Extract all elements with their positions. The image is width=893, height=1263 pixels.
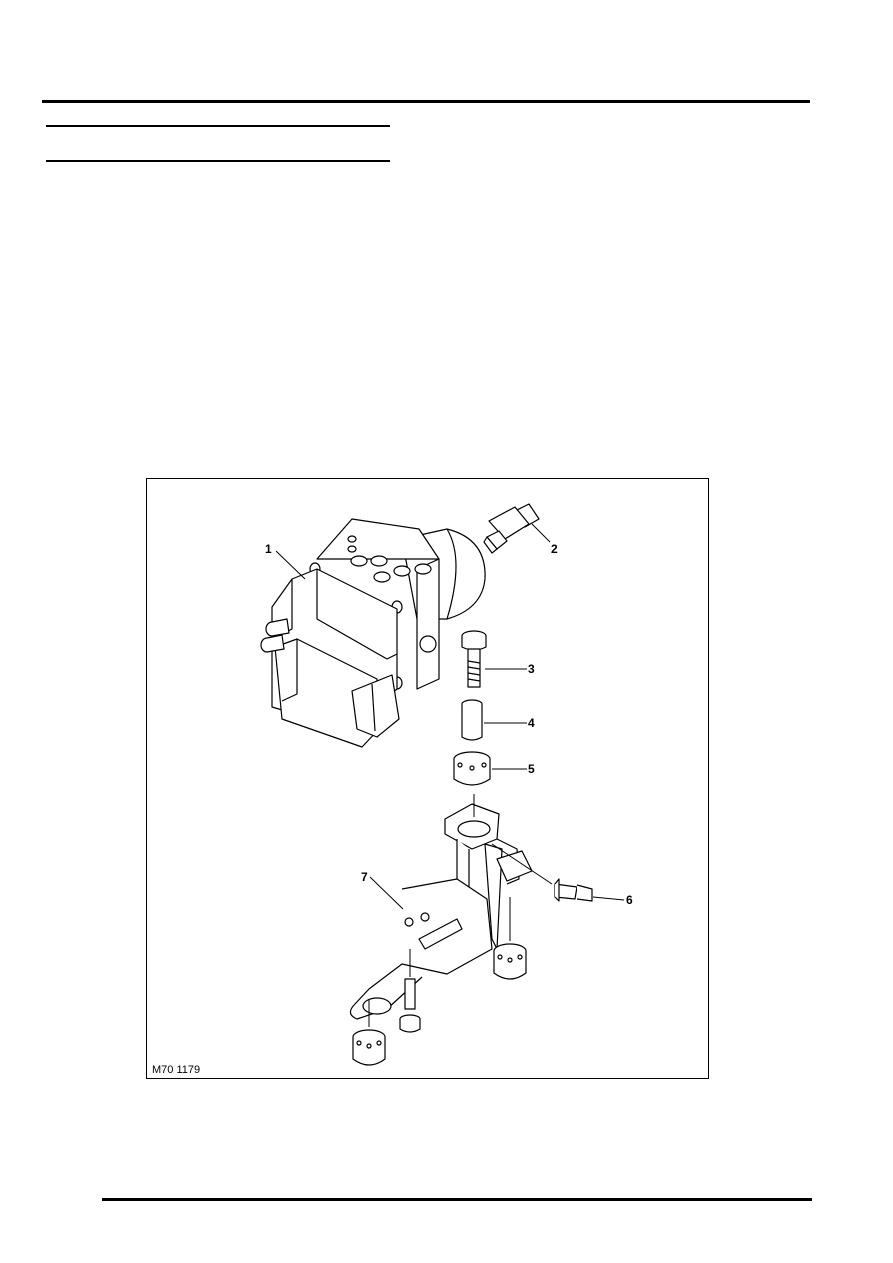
mounting-bracket <box>349 803 533 1020</box>
callout-2: 2 <box>551 542 558 556</box>
exploded-view-drawing: 1 2 3 4 5 6 7 M70 1179 <box>152 503 633 1076</box>
side-bolt <box>554 878 593 902</box>
exploded-view-figure: 1 2 3 4 5 6 7 M70 1179 <box>146 478 709 1079</box>
assembly-guide-lines <box>368 794 553 1027</box>
pressure-sensor <box>483 503 540 554</box>
callout-1: 1 <box>265 542 272 556</box>
lower-rubber-mount-right <box>493 943 527 980</box>
section-rule-top <box>46 125 390 127</box>
section-rule-bottom <box>46 160 390 162</box>
callout-6: 6 <box>626 893 633 907</box>
callout-5: 5 <box>528 762 535 776</box>
header-rule <box>42 100 810 103</box>
abs-modulator <box>260 518 486 748</box>
lower-bolt <box>399 978 421 1033</box>
callout-7: 7 <box>361 870 368 884</box>
callout-4: 4 <box>528 716 535 730</box>
figure-reference: M70 1179 <box>152 1064 200 1076</box>
spacer-sleeve <box>461 699 483 741</box>
callout-leaders <box>275 523 625 910</box>
footer-rule <box>102 1198 812 1201</box>
upper-rubber-mount <box>453 751 491 786</box>
lower-rubber-mount-left <box>352 1029 386 1066</box>
mounting-bolt <box>461 630 487 688</box>
callout-3: 3 <box>528 662 535 676</box>
